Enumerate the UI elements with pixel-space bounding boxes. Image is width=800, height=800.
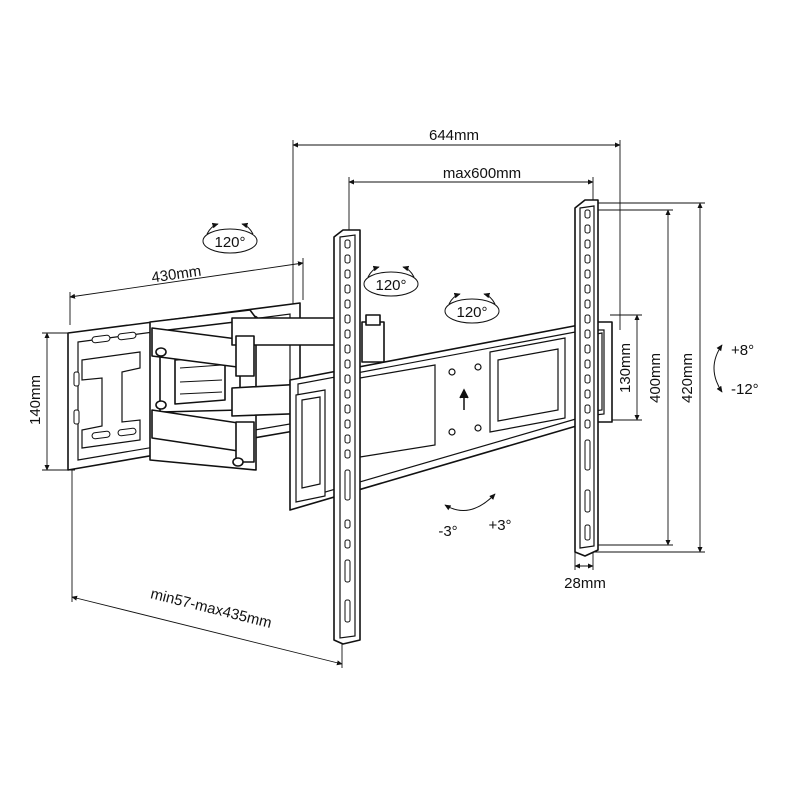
level-arc — [444, 493, 496, 511]
label-tilt-up: +8° — [731, 342, 754, 359]
center-plate — [289, 321, 613, 511]
rotation-symbols — [202, 222, 723, 511]
label-head-swivel: 120° — [456, 304, 487, 321]
label-130mm: 130mm — [617, 343, 634, 393]
label-wall-swivel: 120° — [214, 234, 245, 251]
label-tilt-down: -12° — [731, 381, 759, 398]
label-420mm: 420mm — [679, 353, 696, 403]
right-rail-holes — [584, 209, 591, 541]
middle-swivel-ellipse — [363, 271, 419, 297]
head-swivel-ellipse — [444, 298, 500, 324]
right-vertical-rail — [574, 199, 599, 557]
label-max600mm: max600mm — [443, 165, 521, 182]
left-vertical-rail — [333, 229, 361, 645]
label-level-plus: +3° — [488, 517, 511, 534]
dimension-lines — [42, 140, 705, 668]
label-140mm: 140mm — [27, 375, 44, 425]
label-430mm: 430mm — [150, 263, 202, 287]
label-level-minus: -3° — [438, 523, 457, 540]
wall-swivel-ellipse — [202, 228, 258, 254]
label-min-max-extension: min57-max435mm — [149, 585, 274, 632]
label-400mm: 400mm — [647, 353, 664, 403]
label-28mm: 28mm — [564, 575, 606, 592]
left-rail-holes — [344, 239, 351, 623]
tilt-arc — [713, 344, 723, 393]
label-middle-swivel: 120° — [375, 277, 406, 294]
label-644mm: 644mm — [429, 127, 479, 144]
